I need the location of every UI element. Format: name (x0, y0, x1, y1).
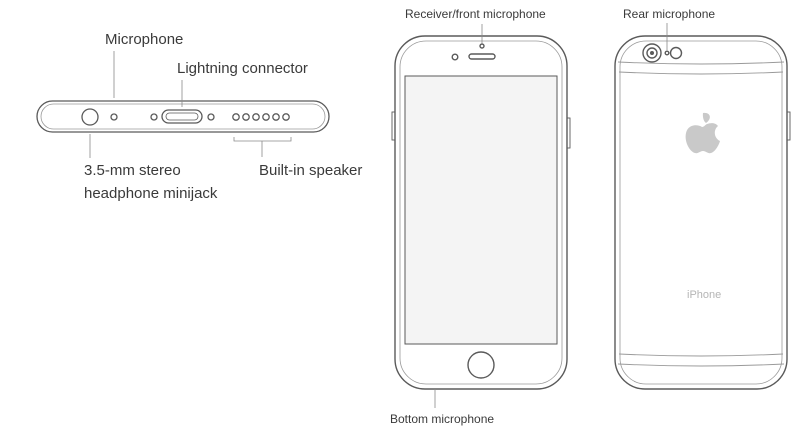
built-in-speaker-label: Built-in speaker (259, 162, 363, 179)
rear-camera-lens-icon (646, 47, 658, 59)
headphone-jack-label-line1: 3.5-mm stereo (84, 162, 181, 179)
bottom-edge-inner-outline (40, 103, 326, 130)
bottom-edge-view (36, 100, 330, 133)
front-view (391, 35, 571, 390)
speaker-bracket (233, 137, 292, 142)
lightning-port-inner-icon (165, 112, 199, 121)
back-antenna-band-top (617, 61, 785, 75)
rear-microphone-hole-icon (664, 50, 670, 56)
headphone-jack-label-line2: headphone minijack (84, 185, 218, 202)
bottom-edge-outline (36, 100, 330, 133)
rear-camera-center-icon (650, 51, 654, 55)
headphone-jack-icon (81, 108, 99, 126)
bottom-edge-leaders (89, 51, 292, 158)
back-antenna-band-bottom (617, 353, 785, 367)
back-brand-text: iPhone (687, 289, 722, 301)
front-camera-icon (451, 53, 459, 61)
microphone-label: Microphone (105, 31, 184, 48)
front-view-leaders (434, 24, 483, 408)
receiver-front-microphone-label: Receiver/front microphone (405, 7, 546, 21)
back-view (614, 35, 791, 390)
earpiece-receiver-icon (468, 53, 496, 60)
front-body-inner-outline (399, 40, 563, 385)
back-body-outline (614, 35, 788, 390)
bottom-microphone-label: Bottom microphone (390, 412, 495, 426)
front-side-button-icon (391, 111, 396, 141)
rear-flash-icon (669, 46, 683, 60)
front-body-outline (394, 35, 568, 390)
apple-logo-icon (685, 112, 720, 154)
back-body-inner-outline (619, 40, 783, 385)
front-microphone-hole-icon (479, 43, 485, 49)
bottom-microphone-hole-icon (110, 113, 118, 121)
screw-right-icon (207, 113, 215, 121)
screw-left-icon (150, 113, 158, 121)
rear-camera-outer-icon (642, 43, 662, 63)
front-power-button-icon (566, 117, 571, 149)
lightning-port-icon (161, 109, 203, 124)
home-button-icon (467, 351, 495, 379)
lightning-connector-label: Lightning connector (177, 60, 308, 77)
rear-microphone-label: Rear microphone (623, 7, 716, 21)
speaker-grille-icon (232, 113, 290, 121)
back-side-button-icon (786, 111, 791, 141)
front-screen (404, 75, 558, 345)
